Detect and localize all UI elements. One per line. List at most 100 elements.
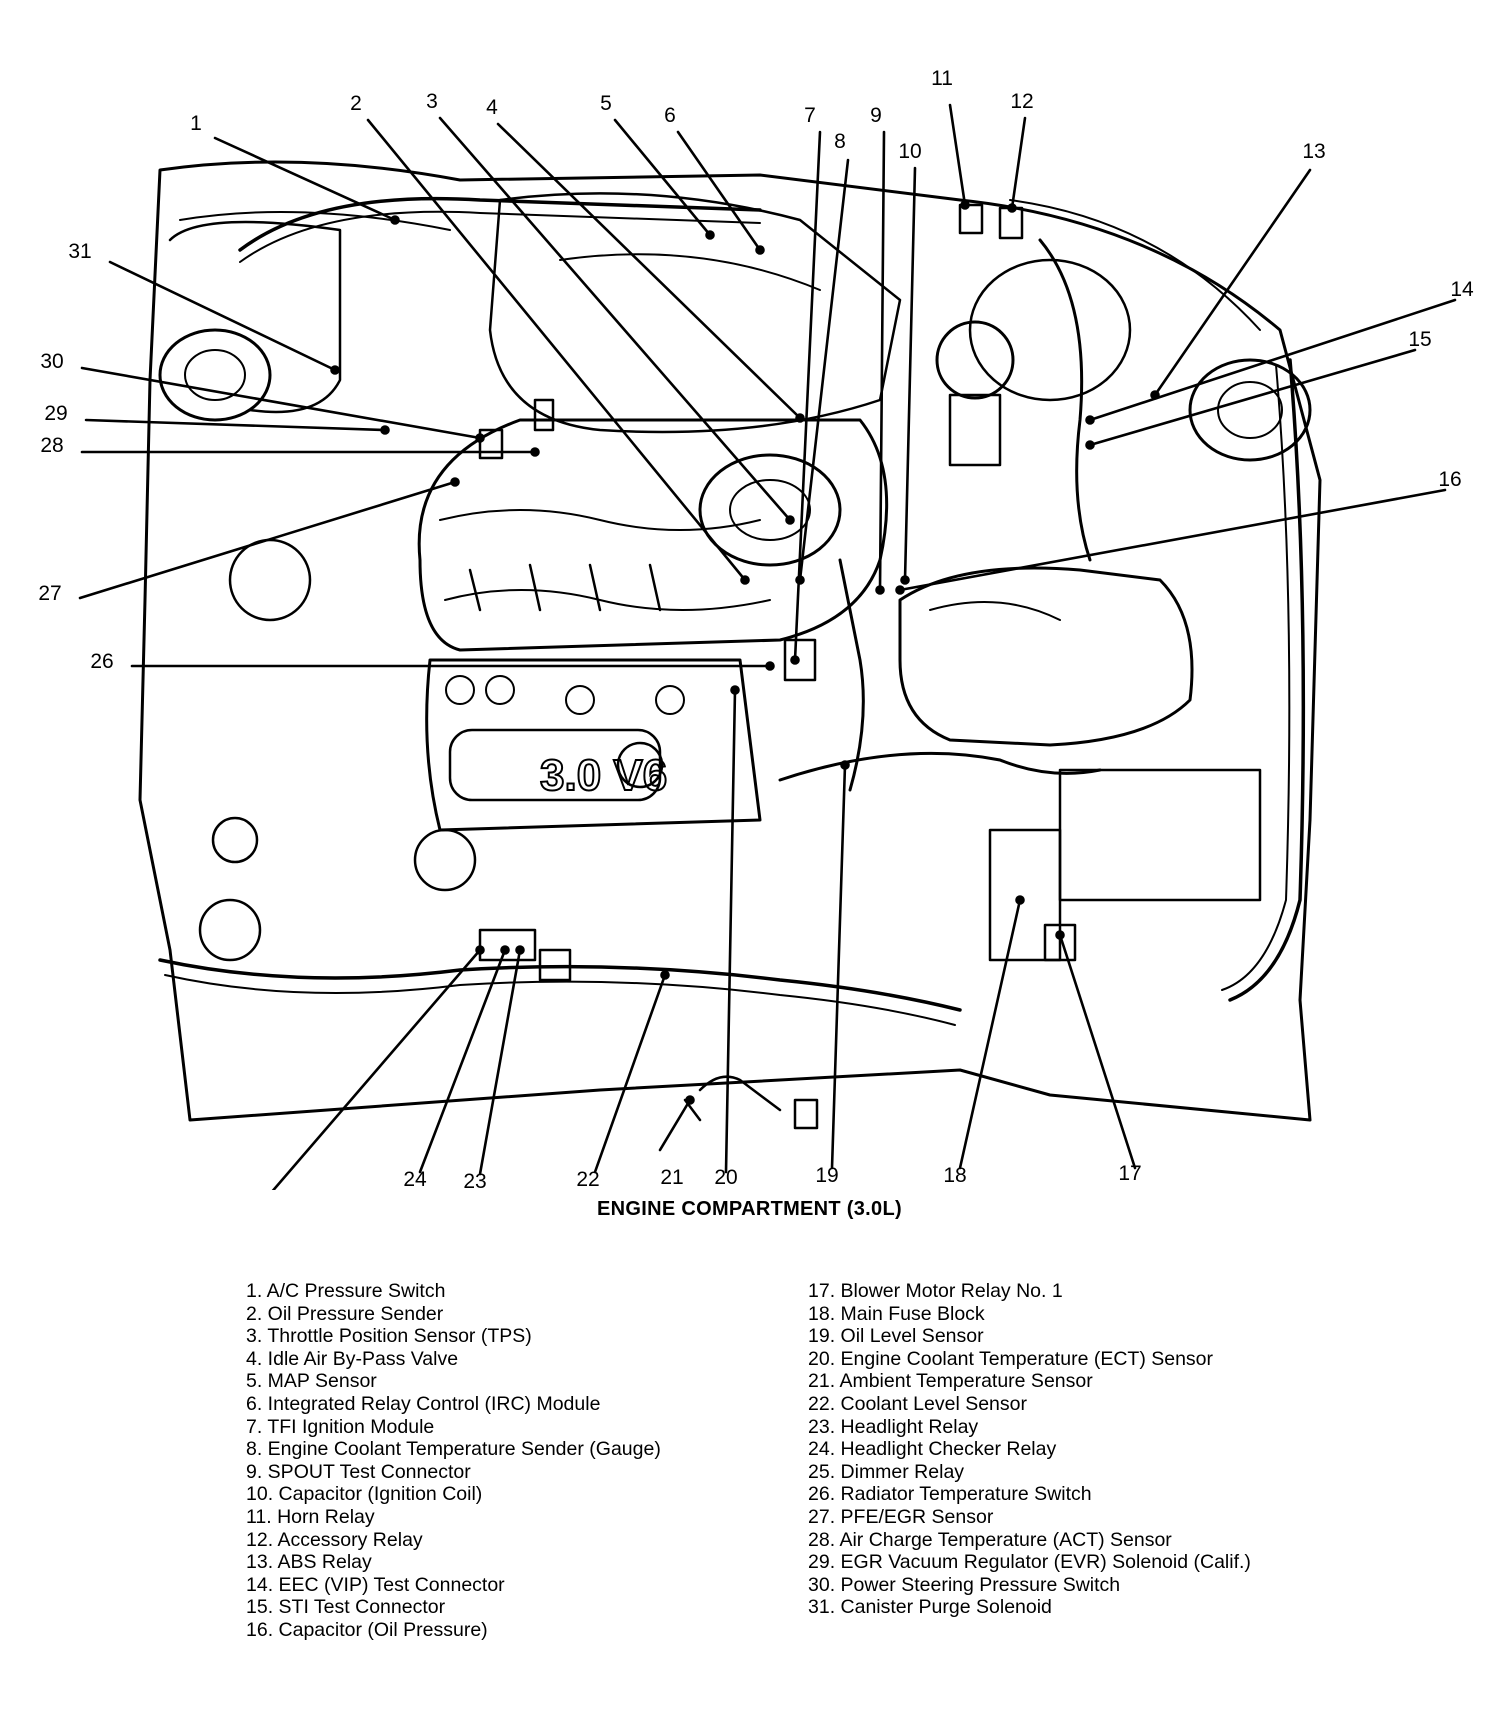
- engine-illustration: [138, 160, 1322, 1130]
- leader-arrowhead: [785, 515, 795, 525]
- leader-line: [84, 418, 387, 432]
- callout-number: 23: [463, 1170, 486, 1190]
- legend-item: 16. Capacitor (Oil Pressure): [246, 1618, 488, 1641]
- leader-arrowhead: [1007, 203, 1017, 213]
- leader-line: [676, 130, 762, 252]
- leader-arrowhead: [1085, 415, 1095, 425]
- callout-number: 26: [90, 650, 113, 673]
- legend-item: 1. A/C Pressure Switch: [246, 1280, 446, 1302]
- leader-line: [658, 1098, 692, 1152]
- leader-line: [366, 118, 747, 582]
- leader-arrowhead: [475, 433, 485, 443]
- leader-line: [78, 480, 457, 600]
- leader-arrowhead: [500, 945, 510, 955]
- leader-line: [724, 688, 737, 1174]
- callout-number: 8: [834, 130, 846, 153]
- callout-number: 18: [943, 1164, 966, 1187]
- leader-line: [438, 116, 792, 522]
- callout-number: 2: [350, 92, 362, 115]
- legend-item: 26. Radiator Temperature Switch: [808, 1483, 1092, 1506]
- leader-line: [1058, 933, 1137, 1170]
- leader-arrowhead: [730, 685, 740, 695]
- callout-number: 24: [403, 1168, 427, 1190]
- leader-arrowhead: [380, 425, 390, 435]
- callout-number: 13: [1302, 140, 1325, 163]
- legend-item: 31. Canister Purge Solenoid: [808, 1596, 1052, 1619]
- leader-line: [878, 130, 886, 592]
- legend-item: 21. Ambient Temperature Sensor: [808, 1370, 1093, 1393]
- callout-number: 31: [68, 240, 91, 263]
- leader-line: [1153, 168, 1312, 397]
- callout-number: 4: [486, 96, 498, 119]
- legend-item: 15. STI Test Connector: [246, 1596, 446, 1619]
- leader-lines: [78, 103, 1457, 1190]
- legend-item: 3. Throttle Position Sensor (TPS): [246, 1325, 532, 1348]
- legend-item: 27. PFE/EGR Sensor: [808, 1505, 994, 1528]
- legend-item: 20. Engine Coolant Temperature (ECT) Sen…: [808, 1347, 1214, 1370]
- leader-line: [108, 260, 337, 372]
- callout-number: 17: [1118, 1162, 1141, 1185]
- legend-item: 18. Main Fuse Block: [808, 1302, 985, 1325]
- leader-line: [948, 103, 967, 207]
- legend-item: 5. MAP Sensor: [246, 1370, 377, 1393]
- leader-line: [613, 118, 712, 237]
- leader-arrowhead: [450, 477, 460, 487]
- callout-number: 21: [660, 1166, 683, 1189]
- leader-arrowhead: [840, 760, 850, 770]
- leader-line: [798, 158, 850, 582]
- callout-number: 19: [815, 1164, 838, 1187]
- leader-arrowhead: [790, 655, 800, 665]
- legend-item: 24. Headlight Checker Relay: [808, 1438, 1057, 1461]
- legend-item: 19. Oil Level Sensor: [808, 1325, 984, 1348]
- leader-arrowhead: [960, 200, 970, 210]
- leader-line: [1088, 298, 1457, 422]
- legend-item: 4. Idle Air By-Pass Valve: [246, 1347, 459, 1370]
- callout-number: 14: [1450, 278, 1474, 301]
- callout-number: 9: [870, 104, 882, 127]
- callout-number: 1: [190, 112, 202, 135]
- callout-number: 3: [426, 90, 438, 113]
- leader-line: [903, 166, 917, 582]
- callout-number: 12: [1010, 90, 1033, 113]
- leader-line: [593, 973, 667, 1174]
- legend-item: 30. Power Steering Pressure Switch: [808, 1573, 1121, 1596]
- legend-item: 29. EGR Vacuum Regulator (EVR) Solenoid …: [808, 1551, 1251, 1574]
- callout-number: 10: [898, 140, 921, 163]
- leader-arrowhead: [795, 413, 805, 423]
- leader-line: [478, 948, 522, 1176]
- callout-number: 7: [804, 104, 816, 127]
- leader-line: [898, 488, 1447, 592]
- legend-item: 25. Dimmer Relay: [808, 1460, 965, 1483]
- legend-item: 11. Horn Relay: [246, 1505, 375, 1528]
- legend-item: 2. Oil Pressure Sender: [246, 1302, 444, 1325]
- leader-arrowhead: [875, 585, 885, 595]
- legend-item: 12. Accessory Relay: [246, 1528, 423, 1551]
- leader-arrowhead: [895, 585, 905, 595]
- leader-arrowhead: [390, 215, 400, 225]
- engine-cover-label: 3.0 V6: [540, 751, 667, 800]
- leader-arrowhead: [475, 945, 485, 955]
- leader-arrowhead: [330, 365, 340, 375]
- leader-arrowhead: [755, 245, 765, 255]
- callout-number: 15: [1408, 328, 1431, 351]
- legend-item: 9. SPOUT Test Connector: [246, 1460, 471, 1483]
- leader-line: [271, 948, 482, 1190]
- leader-line: [958, 898, 1022, 1170]
- leader-line: [1010, 116, 1027, 210]
- callout-number: 28: [40, 434, 63, 457]
- leader-arrowhead: [705, 230, 715, 240]
- leader-arrowhead: [1015, 895, 1025, 905]
- legend-item: 13. ABS Relay: [246, 1551, 372, 1574]
- leader-arrowhead: [1055, 930, 1065, 940]
- diagram-caption: ENGINE COMPARTMENT (3.0L): [597, 1198, 902, 1220]
- leader-arrowhead: [530, 447, 540, 457]
- leader-line: [830, 763, 847, 1170]
- leader-arrowhead: [660, 970, 670, 980]
- legend-item: 14. EEC (VIP) Test Connector: [246, 1573, 505, 1596]
- leader-arrowhead: [795, 575, 805, 585]
- leader-arrowhead: [515, 945, 525, 955]
- leader-arrowhead: [765, 661, 775, 671]
- callout-number: 16: [1438, 468, 1461, 491]
